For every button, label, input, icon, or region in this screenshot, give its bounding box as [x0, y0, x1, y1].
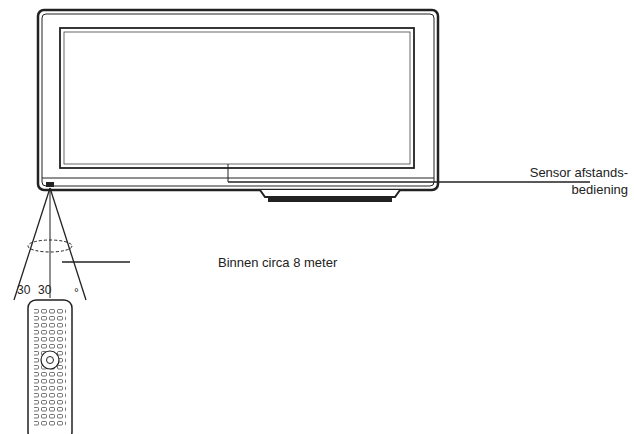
leader-line — [228, 181, 590, 183]
angle-label: 30 — [17, 282, 37, 299]
bezel-line — [42, 178, 434, 179]
leader-line — [228, 164, 229, 182]
ir-sensor — [46, 182, 54, 187]
range-ellipse — [28, 240, 72, 252]
degree-sign: ° — [74, 285, 84, 302]
angle-label: 30 — [38, 282, 58, 299]
tv-stand — [260, 190, 400, 197]
tv-screen — [60, 28, 414, 168]
center-line — [50, 188, 51, 298]
tv-stand-base — [268, 197, 392, 202]
remote-control — [28, 300, 72, 434]
remote-buttons — [34, 308, 66, 428]
tv-screen-inner — [64, 32, 410, 164]
tv-bezel — [38, 10, 438, 190]
remote-ok — [47, 357, 54, 364]
range-label: Binnen circa 8 meter — [218, 254, 418, 271]
sensor-label: Sensor afstands- bediening — [520, 164, 628, 198]
remote-dpad — [41, 351, 59, 369]
leader-line — [62, 261, 130, 263]
angle-line — [50, 188, 86, 300]
tv-bezel-inner — [42, 14, 434, 186]
